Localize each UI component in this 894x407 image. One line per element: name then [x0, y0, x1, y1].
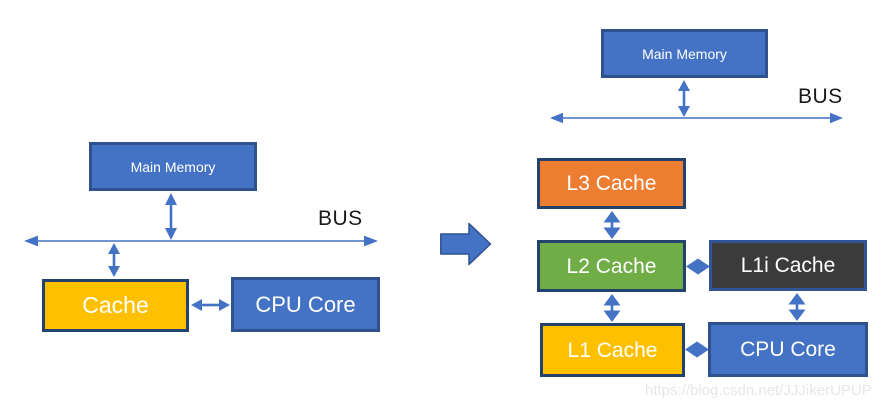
transition-block-arrow-icon — [440, 222, 492, 266]
l1-cpu-diamond-arrow-icon — [685, 341, 709, 358]
l3-cache-box: L3 Cache — [537, 158, 686, 209]
left-main-memory-box: Main Memory — [89, 142, 257, 191]
right-cpu-core-label: CPU Core — [740, 338, 836, 361]
l1-cache-box: L1 Cache — [540, 323, 685, 377]
right-bus-label: BUS — [798, 85, 843, 108]
l1i-cache-box: L1i Cache — [709, 240, 867, 291]
right-cpu-core-box: CPU Core — [708, 322, 868, 377]
l3-l2-double-arrow-icon — [603, 211, 621, 239]
left-bus-label: BUS — [318, 207, 363, 230]
left-cpu-core-label: CPU Core — [255, 291, 356, 317]
l3-cache-label: L3 Cache — [566, 172, 657, 195]
l2-l1-double-arrow-icon — [603, 294, 621, 322]
right-main-memory-label: Main Memory — [642, 45, 727, 62]
right-mainmemory-bus-double-arrow-icon — [678, 80, 690, 117]
left-cache-box: Cache — [42, 279, 189, 332]
watermark-text: https://blog.csdn.net/JJJikerUPUP — [645, 382, 872, 399]
left-bus-line-icon — [24, 235, 378, 247]
l1-cache-label: L1 Cache — [567, 338, 658, 362]
l1i-cpu-double-arrow-icon — [788, 293, 806, 321]
right-bus-line-icon — [550, 112, 843, 124]
l1i-cache-label: L1i Cache — [740, 254, 836, 277]
l2-cache-label: L2 Cache — [566, 254, 657, 278]
left-cpu-core-box: CPU Core — [231, 277, 380, 332]
left-bus-cache-double-arrow-icon — [108, 243, 120, 277]
left-cache-label: Cache — [82, 292, 149, 318]
right-main-memory-box: Main Memory — [601, 29, 768, 78]
left-mainmemory-bus-double-arrow-icon — [165, 193, 177, 240]
left-main-memory-label: Main Memory — [130, 158, 216, 175]
left-cache-cpu-double-arrow-icon — [191, 299, 230, 311]
l2-l1i-diamond-arrow-icon — [686, 258, 710, 275]
l2-cache-box: L2 Cache — [537, 240, 686, 292]
